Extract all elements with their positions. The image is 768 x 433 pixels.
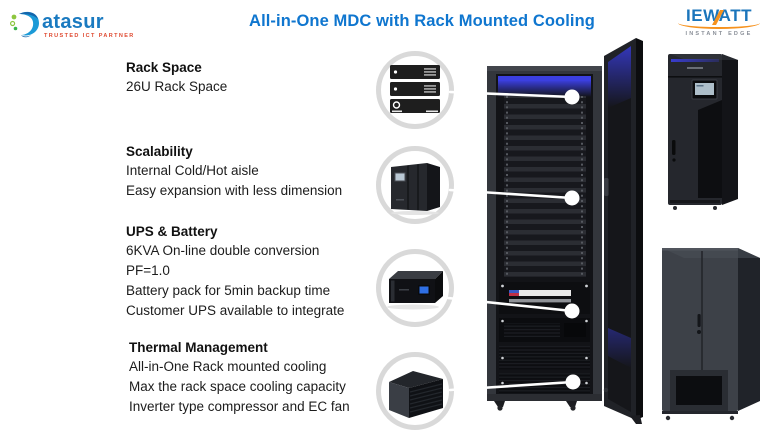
feature-line: 6KVA On-line double conversion xyxy=(126,243,320,258)
feature-line: Max the rack space cooling capacity xyxy=(129,379,346,394)
cabinet-row-icon xyxy=(376,146,454,224)
feature-line: Easy expansion with less dimension xyxy=(126,183,343,198)
feature-heading: UPS & Battery xyxy=(126,224,218,239)
mdc-cabinet-front-image xyxy=(660,48,745,218)
iewatt-logo: IEWATT INSTANT EDGE xyxy=(676,6,762,42)
mdc-rack-open-image xyxy=(480,28,655,428)
feature-heading: Thermal Management xyxy=(129,340,268,355)
ups-unit-icon xyxy=(376,249,454,327)
iewatt-swoosh-underline xyxy=(678,23,760,29)
cooling-unit-icon xyxy=(376,352,454,430)
feature-line: Customer UPS available to integrate xyxy=(126,303,345,318)
feature-line: All-in-One Rack mounted cooling xyxy=(129,359,327,374)
feature-line: Internal Cold/Hot aisle xyxy=(126,163,259,178)
feature-heading: Scalability xyxy=(126,144,193,159)
feature-heading: Rack Space xyxy=(126,60,202,75)
feature-thermal-management: Thermal Management All-in-One Rack mount… xyxy=(129,340,379,417)
feature-scalability: Scalability Internal Cold/Hot aisle Easy… xyxy=(126,144,376,201)
page-title: All-in-One MDC with Rack Mounted Cooling xyxy=(249,12,595,30)
datasur-logo-tagline: TRUSTED ICT PARTNER xyxy=(44,33,135,39)
feature-line: PF=1.0 xyxy=(126,263,170,278)
datasur-logo-icon xyxy=(10,11,39,38)
feature-line: Inverter type compressor and EC fan xyxy=(129,399,350,414)
datasur-logo-text: atasur xyxy=(42,11,104,33)
feature-ups-battery: UPS & Battery 6KVA On-line double conver… xyxy=(126,224,376,321)
feature-line: Battery pack for 5min backup time xyxy=(126,283,331,298)
feature-rack-space: Rack Space 26U Rack Space xyxy=(126,60,376,97)
iewatt-logo-tagline: INSTANT EDGE xyxy=(685,31,753,37)
datasur-logo: atasur TRUSTED ICT PARTNER xyxy=(10,8,133,44)
feature-line: 26U Rack Space xyxy=(126,79,228,94)
server-stack-icon xyxy=(376,51,454,129)
mdc-cabinet-rear-image xyxy=(652,228,768,428)
